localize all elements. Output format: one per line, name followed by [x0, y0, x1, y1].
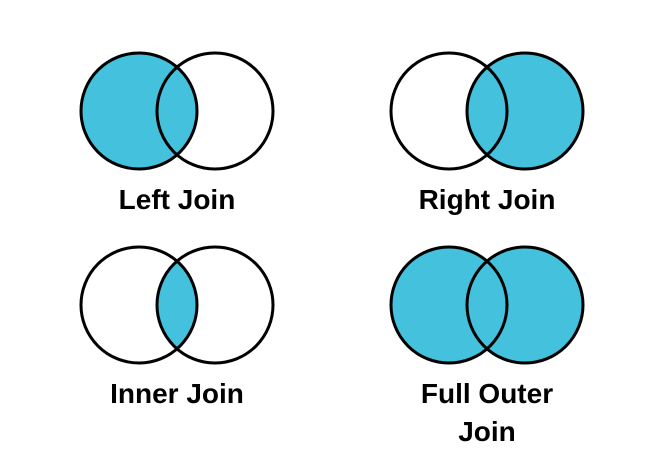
right-circle-fill — [467, 247, 583, 363]
diagram-label-right-join: Right Join — [419, 181, 556, 219]
diagram-label-full-outer-join: Full Outer Join — [421, 375, 553, 451]
venn-diagram-left-join — [79, 51, 275, 171]
label-line: Join — [458, 416, 516, 447]
venn-diagram-full-outer-join — [389, 245, 585, 365]
right-circle-outline — [465, 245, 585, 365]
intersection-fill — [157, 247, 197, 363]
venn-diagram-inner-join — [79, 245, 275, 365]
right-circle-fill — [467, 53, 583, 169]
left-circle-fill — [81, 53, 197, 169]
right-circle-outline — [465, 51, 585, 171]
label-line: Right Join — [418, 184, 556, 215]
venn-block-full-outer-join: Full Outer Join — [381, 242, 593, 451]
left-circle-outline — [79, 51, 199, 171]
label-line: Left Join — [118, 184, 236, 215]
venn-diagram-right-join — [389, 51, 585, 171]
venn-block-inner-join: Inner Join — [71, 242, 283, 413]
diagram-label-left-join: Left Join — [119, 181, 236, 219]
venn-block-right-join: Right Join — [381, 48, 593, 219]
left-circle-outline — [389, 245, 509, 365]
left-circle-outline — [79, 245, 199, 365]
venn-block-left-join: Left Join — [71, 48, 283, 219]
right-circle-outline — [155, 51, 275, 171]
diagram-label-inner-join: Inner Join — [110, 375, 244, 413]
right-circle-outline — [155, 245, 275, 365]
label-line: Full Outer — [420, 378, 554, 409]
left-circle-outline — [389, 51, 509, 171]
label-line: Inner Join — [110, 378, 244, 409]
